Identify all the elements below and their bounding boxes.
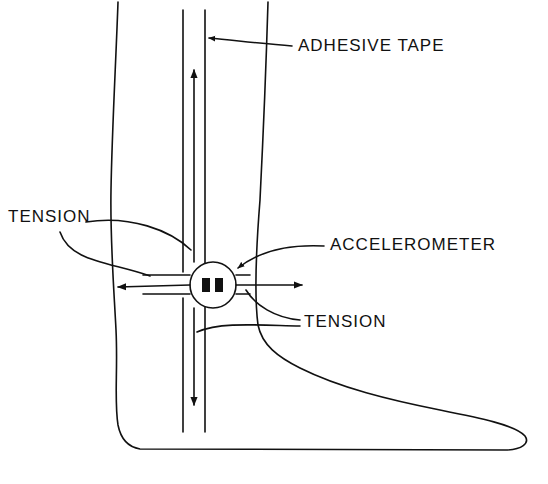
- sensor-element: [202, 278, 210, 292]
- part-label: ADHESIVE TAPE: [298, 37, 445, 56]
- force-label: TENSION: [8, 208, 91, 227]
- leader-line: [246, 290, 300, 320]
- tension-arrow: [118, 285, 190, 287]
- leader-line: [60, 232, 150, 276]
- sensor-element: [215, 278, 223, 292]
- leg-outline: [111, 2, 527, 450]
- leader-line: [238, 246, 324, 268]
- vertical-tape: [183, 10, 205, 432]
- leader-line: [197, 325, 300, 332]
- tension-arrow: [193, 308, 195, 405]
- leader-line: [86, 220, 191, 250]
- tension-arrow: [236, 284, 302, 286]
- accelerometer-body: [190, 262, 236, 308]
- tension-arrow: [193, 70, 195, 262]
- part-label: ACCELEROMETER: [330, 236, 496, 255]
- leader-line: [209, 38, 292, 46]
- force-label: TENSION: [304, 313, 387, 332]
